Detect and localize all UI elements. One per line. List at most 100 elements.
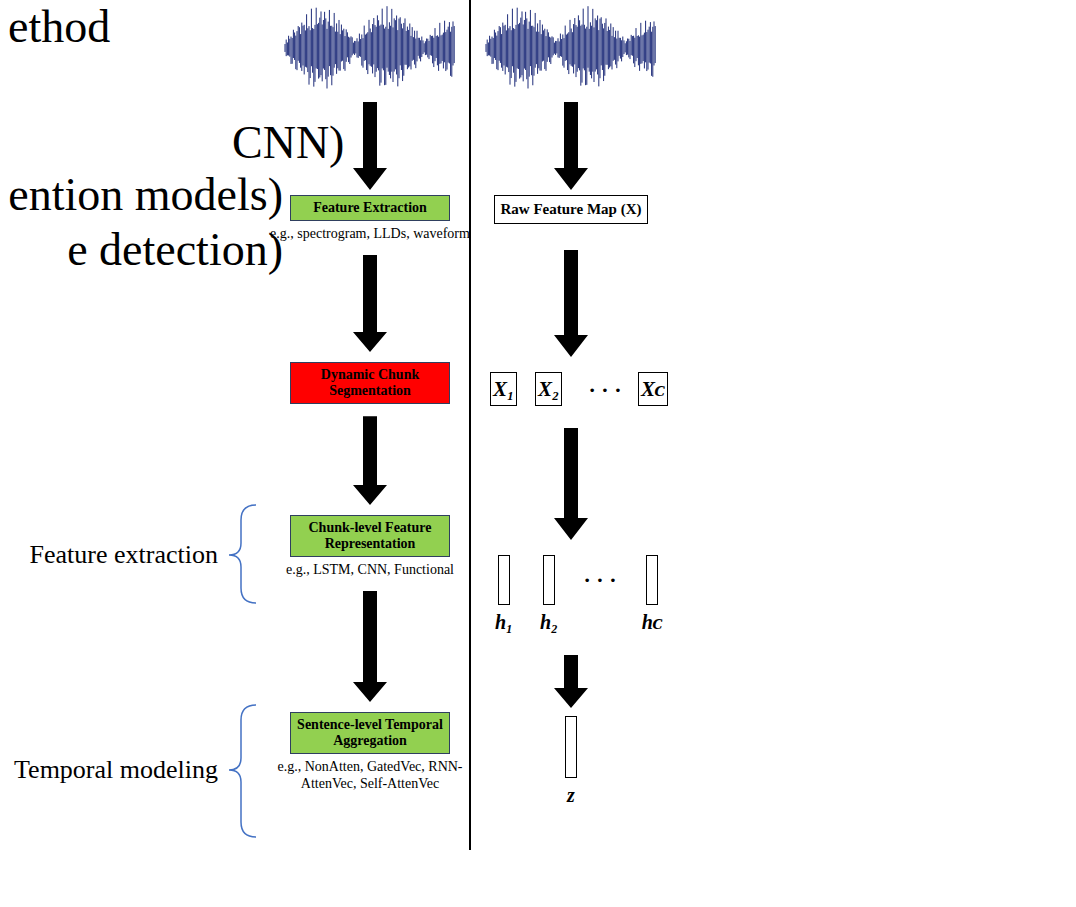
process-box: Chunk-level Feature Representatione.g., … xyxy=(270,515,470,579)
waveform-stroke xyxy=(421,37,422,57)
waveform-stroke xyxy=(427,39,428,58)
slide-text: ention models) xyxy=(8,170,283,221)
waveform-stroke xyxy=(309,26,310,84)
waveform-stroke xyxy=(580,26,581,86)
block-arrow xyxy=(554,428,588,540)
waveform-stroke xyxy=(636,28,637,61)
waveform-stroke xyxy=(345,36,346,71)
waveform-stroke xyxy=(318,23,319,79)
waveform-stroke xyxy=(585,29,586,86)
waveform-stroke xyxy=(505,25,506,75)
waveform-stroke xyxy=(391,9,392,72)
block-arrow xyxy=(554,102,588,190)
waveform-stroke xyxy=(337,32,338,69)
waveform-stroke xyxy=(640,23,641,64)
waveform-stroke xyxy=(644,33,645,69)
waveform-stroke xyxy=(510,26,511,84)
waveform-stroke xyxy=(347,32,348,57)
waveform-stroke xyxy=(364,26,365,61)
symbol-label: Xᴄ xyxy=(641,377,665,402)
waveform-stroke xyxy=(604,23,605,76)
waveform-stroke xyxy=(519,23,520,79)
waveform-stroke xyxy=(559,41,560,58)
waveform-stroke xyxy=(609,30,610,68)
waveform-stroke xyxy=(340,34,341,71)
waveform-stroke xyxy=(632,36,633,56)
waveform-stroke xyxy=(613,27,614,61)
waveform-stroke xyxy=(357,38,358,57)
waveform-stroke xyxy=(297,31,298,70)
waveform-stroke xyxy=(489,36,490,56)
waveform-stroke xyxy=(525,12,526,70)
block-arrow xyxy=(353,416,387,505)
waveform-stroke xyxy=(597,16,598,75)
waveform-stroke xyxy=(425,41,426,55)
waveform-stroke xyxy=(412,27,413,61)
block-arrow xyxy=(353,102,387,190)
waveform-stroke xyxy=(621,40,622,61)
waveform-stroke xyxy=(443,33,444,69)
waveform-stroke xyxy=(558,38,559,57)
waveform-stroke xyxy=(512,9,513,67)
waveform-stroke xyxy=(400,17,401,65)
waveform-stroke xyxy=(382,9,383,69)
waveform-stroke xyxy=(453,21,454,65)
waveform-stroke xyxy=(294,32,295,59)
waveform-stroke xyxy=(358,41,359,58)
waveform-stroke xyxy=(649,27,650,63)
waveform-stroke xyxy=(298,26,299,61)
waveform-stroke xyxy=(548,32,549,57)
waveform-stroke xyxy=(286,40,287,57)
waveform-stroke xyxy=(543,30,544,60)
waveform-stroke xyxy=(507,14,508,67)
waveform-stroke xyxy=(536,32,537,65)
block-arrow xyxy=(353,591,387,702)
waveform-stroke xyxy=(351,36,352,57)
waveform-stroke xyxy=(622,37,623,57)
waveform-stroke xyxy=(619,38,620,56)
waveform-stroke xyxy=(501,34,502,68)
waveform-stroke xyxy=(639,37,640,71)
waveform-stroke xyxy=(385,27,386,85)
waveform-stroke xyxy=(592,9,593,72)
waveform-stroke xyxy=(573,24,574,73)
waveform-stroke xyxy=(554,43,555,54)
waveform-stroke xyxy=(594,27,595,82)
vector-bar-shape xyxy=(565,716,577,778)
waveform-stroke xyxy=(645,21,646,63)
slide-text: CNN) xyxy=(232,118,344,169)
waveform-stroke xyxy=(303,26,304,66)
waveform-stroke xyxy=(384,29,385,86)
waveform-stroke xyxy=(301,23,302,71)
example-note: e.g., NonAtten, GatedVec, RNN-AttenVec, … xyxy=(270,759,470,793)
waveform-stroke xyxy=(598,30,599,86)
waveform-stroke xyxy=(654,21,655,65)
waveform-stroke xyxy=(441,35,442,63)
waveform-stroke xyxy=(562,34,563,65)
waveform-stroke xyxy=(498,31,499,70)
waveform-stroke xyxy=(436,36,437,58)
feature-map-box: Raw Feature Map (X) xyxy=(494,195,649,224)
curly-brace xyxy=(229,705,256,837)
waveform-stroke xyxy=(363,38,364,68)
waveform-stroke xyxy=(627,39,628,55)
waveform-stroke xyxy=(442,35,443,61)
waveform-stroke xyxy=(370,29,371,66)
waveform-stroke xyxy=(418,38,419,56)
waveform-stroke xyxy=(550,38,551,64)
waveform-stroke xyxy=(546,36,547,71)
waveform-stroke xyxy=(334,13,335,68)
waveform-stroke xyxy=(607,31,608,65)
waveform-stroke xyxy=(618,31,619,62)
waveform-stroke xyxy=(433,38,434,67)
symbol-label: h₁ xyxy=(486,611,522,634)
waveform-stroke xyxy=(637,36,638,58)
waveform-stroke xyxy=(361,34,362,65)
waveform-stroke xyxy=(502,23,503,71)
vector-bar: h₁ xyxy=(486,555,522,634)
waveform-stroke xyxy=(419,38,420,59)
waveform-stroke xyxy=(312,28,313,73)
waveform-stroke xyxy=(438,37,439,71)
waveform-stroke xyxy=(531,26,532,75)
waveform-stroke xyxy=(325,18,326,79)
